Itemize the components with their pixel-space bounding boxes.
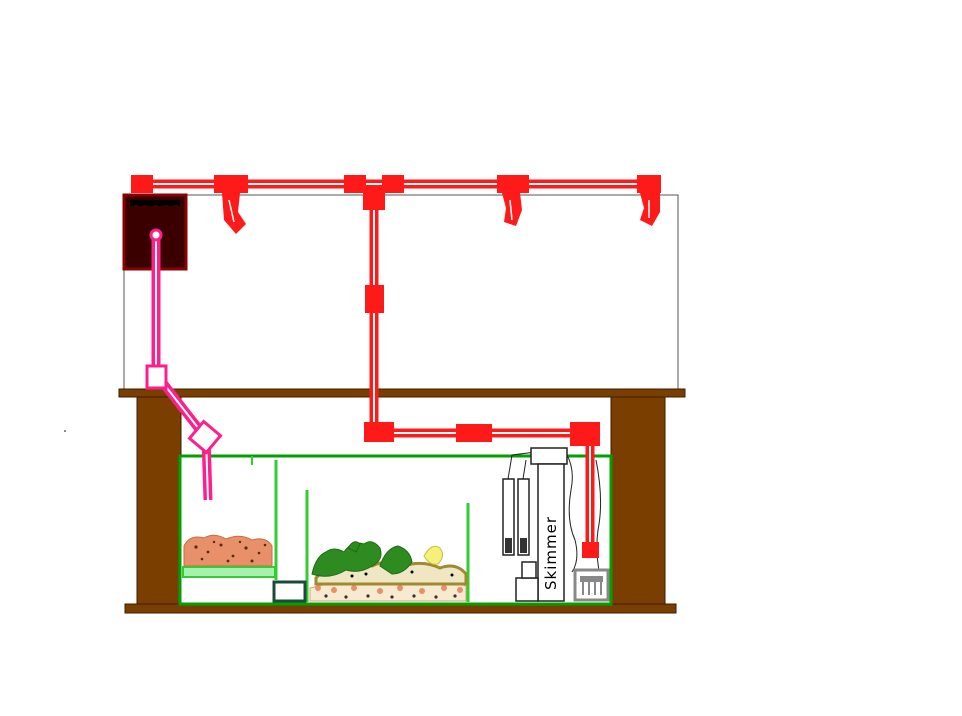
drain-fittings <box>145 228 223 455</box>
coupling-2 <box>382 175 404 193</box>
return-fittings <box>131 175 661 558</box>
nozzle-3 <box>640 193 660 226</box>
return-pump-basket <box>573 568 610 602</box>
protein-skimmer-icon: Skimmer <box>502 447 605 602</box>
nozzle-2 <box>502 193 522 226</box>
drain-elbow-2 <box>187 419 223 455</box>
coupling-vertical <box>365 285 384 313</box>
stand <box>118 388 686 614</box>
drain-elbow-1 <box>145 364 168 390</box>
return-nozzles <box>222 193 660 234</box>
tee-center <box>363 188 385 210</box>
elbow-bottom-left <box>364 422 394 442</box>
coupling-horizontal <box>456 424 492 442</box>
stand-top <box>118 388 686 398</box>
tee-2 <box>497 175 529 193</box>
elbow-bottom-right <box>570 422 600 446</box>
filter-tray <box>182 566 276 578</box>
elbow-left <box>131 175 153 193</box>
elbow-right <box>637 175 661 193</box>
pump-fitting <box>582 542 599 558</box>
display-tank <box>123 194 679 390</box>
nozzle-1 <box>222 193 246 234</box>
filter-media <box>182 534 276 578</box>
skimmer-label: Skimmer <box>542 516 560 590</box>
stand-leg-left <box>136 396 182 606</box>
drain-plumbing <box>151 236 213 501</box>
coupling-1 <box>344 175 366 193</box>
drain-inlet <box>149 228 163 242</box>
stand-leg-right <box>610 396 666 606</box>
return-pump-icon <box>272 580 307 603</box>
refugium <box>309 541 468 602</box>
tee-1 <box>214 175 248 193</box>
